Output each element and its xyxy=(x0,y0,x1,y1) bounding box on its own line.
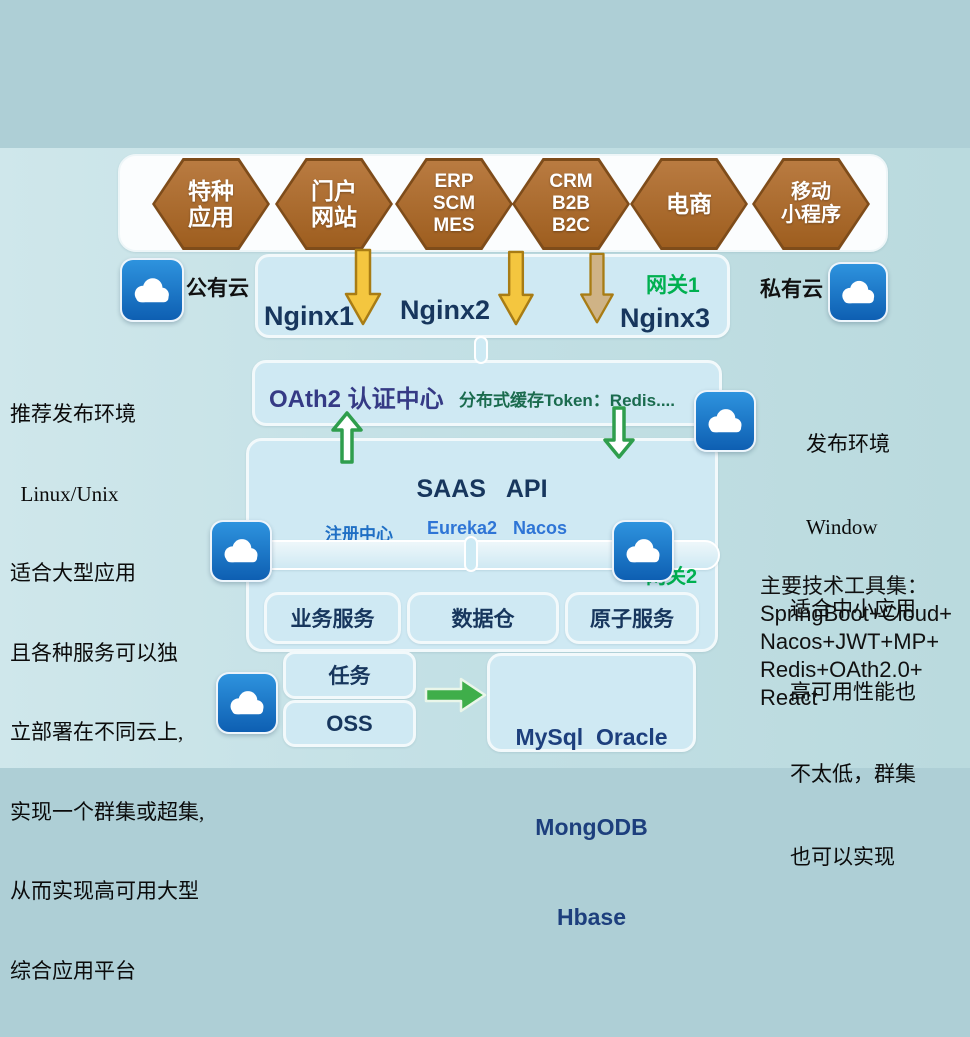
nacos-label: Nacos xyxy=(513,518,568,538)
saas-api-title: SAAS API xyxy=(416,475,548,503)
nginx-gateway-panel: Nginx1 Nginx2 Nginx3 网关2 网关1 xyxy=(255,254,730,338)
note-line: 高可用性能也 xyxy=(790,679,916,704)
hexagon-label: 特种 应用 xyxy=(188,178,234,231)
data-warehouse-box: 数据仓 xyxy=(407,592,559,644)
hexagon-label: CRM B2B B2C xyxy=(549,171,592,237)
database-line: MongODB xyxy=(535,814,648,840)
registry-label: 注册中心 xyxy=(325,525,393,544)
hexagon-text: 特种 xyxy=(188,177,234,204)
connector xyxy=(464,536,478,572)
hexagon-text: 移动 xyxy=(791,181,831,203)
cloud-icon xyxy=(210,520,272,582)
hexagon-text: CRM xyxy=(549,171,593,193)
architecture-diagram: 特种 应用 门户 网站 ERP SCM MES CRM B2B B2C 电商 移… xyxy=(0,0,970,970)
note-line: 适合大型应用 xyxy=(10,561,136,585)
hexagon-text: 网站 xyxy=(311,204,357,230)
note-line: 不太低，群集 xyxy=(790,762,916,786)
database-line: Hbase xyxy=(556,904,627,930)
hexagon-text: 电商 xyxy=(666,190,712,217)
hexagon-label: 门户 网站 xyxy=(311,178,357,231)
note-line: Window xyxy=(806,514,878,539)
cloud-icon xyxy=(694,390,756,452)
hexagon-text: 门户 xyxy=(311,177,357,204)
note-line: 发布环境 xyxy=(806,432,890,456)
left-deploy-note: 推荐发布环境 Linux/Unix 适合大型应用 且各种服务可以独 立部署在不同… xyxy=(10,348,204,1037)
note-line: 推荐发布环境 xyxy=(10,402,136,426)
private-cloud-icon xyxy=(828,262,888,322)
tech-line: Nacos+JWT+MP+ xyxy=(760,629,940,654)
tech-line: React xyxy=(760,685,818,710)
hexagon-label: ERP SCM MES xyxy=(433,171,475,237)
tech-stack-lines: SpringBoot+Cloud+ Nacos+JWT+MP+ Redis+OA… xyxy=(760,600,952,712)
nginx1-label: Nginx1 xyxy=(264,301,355,331)
atomic-service-box: 原子服务 xyxy=(565,592,699,644)
nginx3-label: Nginx3 xyxy=(620,303,711,333)
cache-token-label: 分布式缓存Token：Redis.... xyxy=(459,391,675,410)
note-line: 实现一个群集或超集, xyxy=(10,799,205,824)
public-cloud-label: 公有云 xyxy=(186,277,249,300)
note-line: 且各种服务可以独 xyxy=(10,640,178,665)
connector xyxy=(474,336,488,364)
down-arrow-icon xyxy=(601,406,637,460)
note-line: 立部署在不同云上, xyxy=(10,720,184,744)
note-line: 也可以实现 xyxy=(790,844,895,869)
eureka-label: Eureka2 xyxy=(427,518,498,538)
tech-stack-note: 主要技术工具集： SpringBoot+Cloud+ Nacos+JWT+MP+… xyxy=(760,572,952,712)
down-arrow-icon xyxy=(344,248,382,328)
note-line: 综合应用平台 xyxy=(10,958,136,983)
hexagon-text: 小程序 xyxy=(781,204,841,226)
cloud-icon xyxy=(612,520,674,582)
tech-line: Redis+OAth2.0+ xyxy=(760,657,923,682)
database-lines: MySql Oracle MongODB Hbase xyxy=(490,662,693,992)
note-line: Linux/Unix xyxy=(10,481,119,506)
down-arrow-icon xyxy=(578,252,616,326)
hexagon-text: ERP xyxy=(434,171,474,193)
down-arrow-icon xyxy=(497,250,535,328)
tech-line: SpringBoot+Cloud+ xyxy=(760,601,953,626)
right-deploy-note: 发布环境 Window 适合中小应用 高可用性能也 不太低，群集 也可以实现 xyxy=(790,376,916,926)
oauth-panel: OAth2 认证中心 分布式缓存Token：Redis.... xyxy=(252,360,722,426)
oss-box: OSS xyxy=(283,700,416,747)
right-arrow-icon xyxy=(423,674,489,716)
hexagon-text: MES xyxy=(433,214,475,236)
hexagon-text: 应用 xyxy=(188,204,234,230)
hexagon-label: 移动 小程序 xyxy=(781,181,841,227)
task-box: 任务 xyxy=(283,651,416,699)
tech-stack-title: 主要技术工具集： xyxy=(760,574,928,598)
note-line: 从而实现高可用大型 xyxy=(10,879,199,903)
hexagon-label: 电商 xyxy=(666,191,712,217)
database-line: MySql Oracle xyxy=(515,724,668,750)
nginx2-label: Nginx2 xyxy=(400,295,491,325)
business-service-box: 业务服务 xyxy=(264,592,401,644)
hexagon-text: SCM xyxy=(432,193,476,215)
cloud-icon xyxy=(216,672,278,734)
public-cloud-icon xyxy=(120,258,184,322)
up-arrow-icon xyxy=(329,410,365,464)
hexagon-text: B2B xyxy=(551,193,590,215)
gateway1-label: 网关1 xyxy=(646,274,700,297)
hexagon-text: B2C xyxy=(551,214,590,236)
oauth-center-label: OAth2 认证中心 xyxy=(269,386,444,413)
note-line: 适合中小应用 xyxy=(790,597,916,621)
database-box: MySql Oracle MongODB Hbase xyxy=(487,653,696,930)
private-cloud-label: 私有云 xyxy=(760,278,823,301)
